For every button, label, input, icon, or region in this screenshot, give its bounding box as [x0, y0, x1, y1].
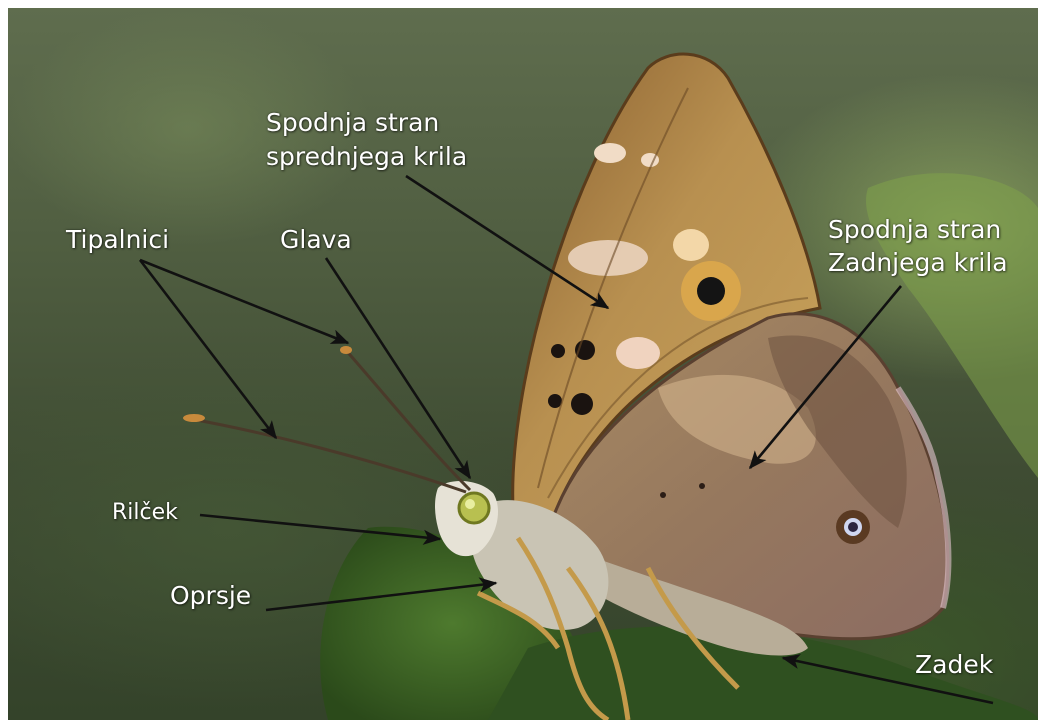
- forewing-spot-cream-3: [673, 229, 709, 261]
- label-antennae: Tipalnici: [66, 225, 169, 254]
- label-forewing-line2: sprednjega krila: [266, 142, 467, 171]
- hindwing-dot-2: [699, 483, 705, 489]
- butterfly-photo: Spodnja stran sprednjega krila Spodnja s…: [8, 8, 1038, 720]
- label-head: Glava: [280, 225, 352, 254]
- forewing-dot-1: [551, 344, 565, 358]
- antenna-left-club: [183, 414, 205, 422]
- label-proboscis: Rilček: [112, 498, 178, 527]
- antenna-right: [344, 348, 470, 490]
- eye-highlight: [465, 499, 475, 509]
- label-forewing-line1: Spodnja stran: [266, 108, 439, 137]
- butterfly-illustration: [8, 8, 1038, 720]
- antenna-right-club: [340, 346, 352, 354]
- hindwing-eyespot-center: [848, 522, 858, 532]
- label-abdomen: Zadek: [915, 650, 993, 679]
- hindwing-dot-1: [660, 492, 666, 498]
- arrow-head: [326, 258, 470, 478]
- forewing-spot-cream-1: [594, 143, 626, 163]
- label-hindwing-line1: Spodnja stran: [828, 215, 1001, 244]
- forewing-dot-4: [571, 393, 593, 415]
- antenna-left: [186, 418, 466, 492]
- eye: [459, 493, 489, 523]
- arrow-proboscis: [200, 515, 440, 539]
- label-hindwing-line2: Zadnjega krila: [828, 248, 1008, 277]
- forewing-eyespot: [697, 277, 725, 305]
- label-thorax: Oprsje: [170, 581, 251, 610]
